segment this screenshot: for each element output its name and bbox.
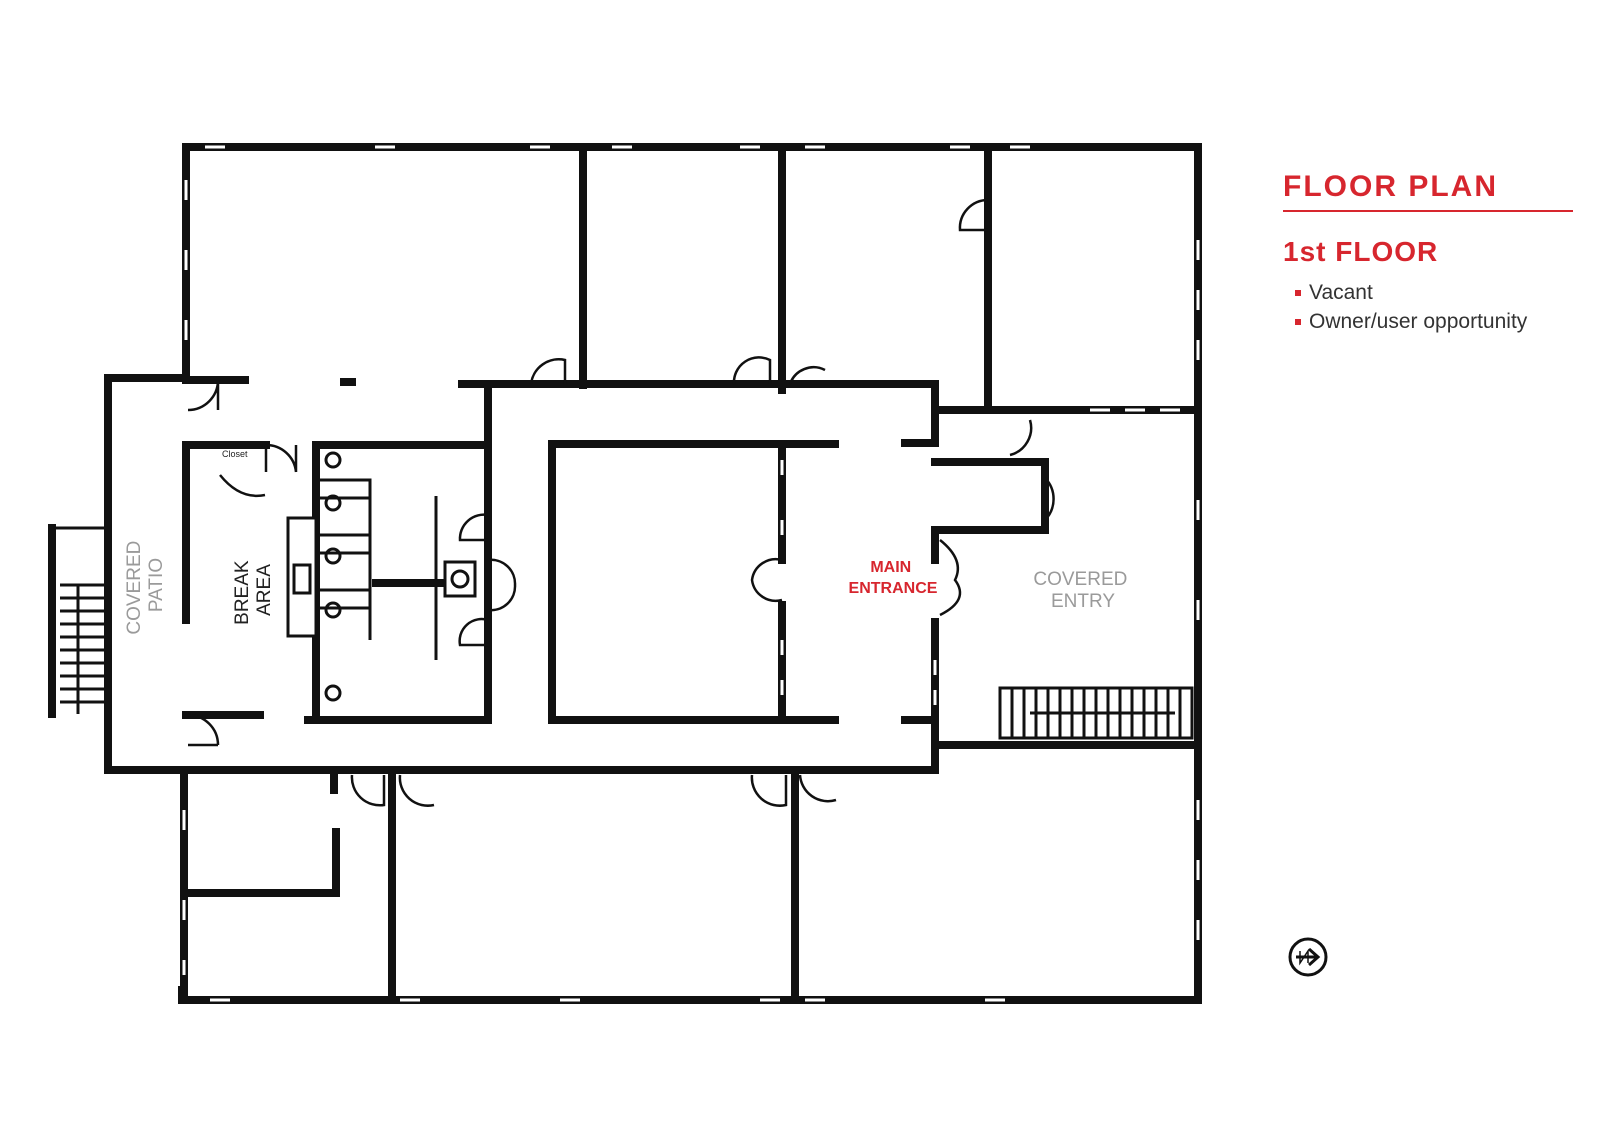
corridor-core [548,380,939,774]
windows [182,145,1200,1002]
restroom-block [182,380,492,724]
bottom-rooms [182,771,799,1004]
covered-patio-label: COVERED PATIO [124,535,167,634]
bullet-icon [1295,290,1301,296]
door-swings [187,198,1055,807]
legend-title: FLOOR PLAN [1283,170,1573,212]
bullet-icon [1295,319,1301,325]
main-entrance-label: MAIN ENTRANCE [849,559,938,597]
break-area-label: BREAK AREA [232,555,275,625]
covered-entry-label: COVERED ENTRY [1033,569,1132,612]
legend-bullets: Vacant Owner/user opportunity [1283,278,1573,336]
east-stair [998,686,1194,740]
legend-panel: FLOOR PLAN 1st FLOOR Vacant Owner/user o… [1283,170,1573,336]
floor-heading: 1st FLOOR [1283,236,1439,267]
east-rooms [931,406,1202,749]
legend-bullet-item: Owner/user opportunity [1283,307,1573,336]
closet-label: Closet [222,449,248,459]
north-arrow-icon [1288,937,1328,977]
top-rooms [182,143,1202,414]
legend-bullet-item: Vacant [1283,278,1573,307]
west-stair [48,524,106,718]
